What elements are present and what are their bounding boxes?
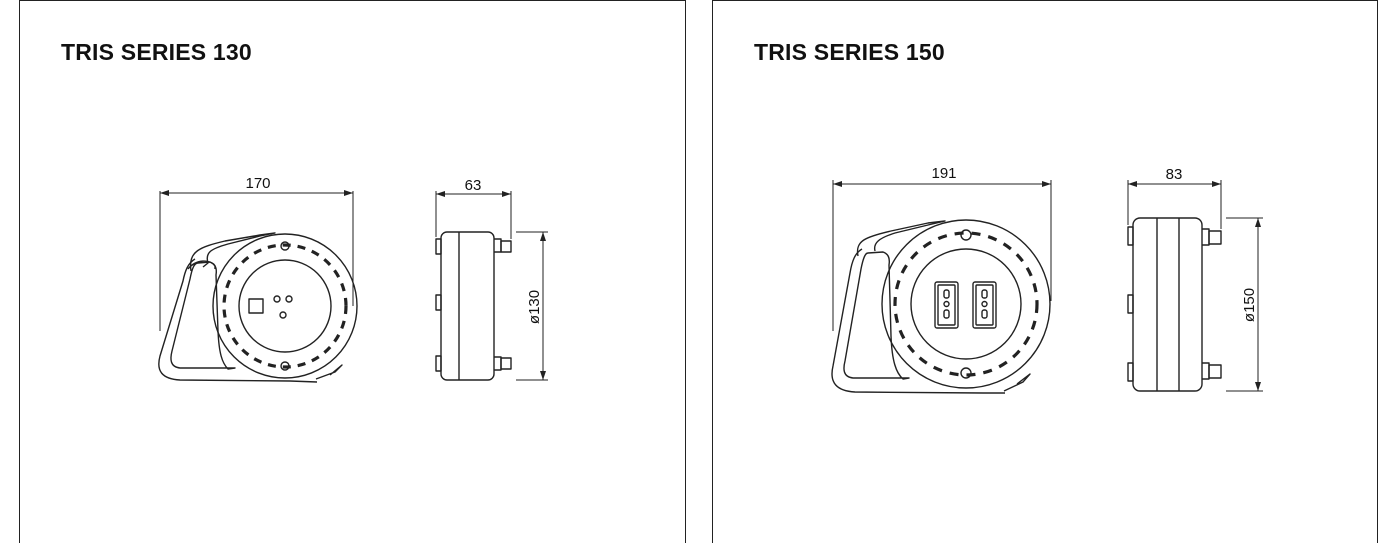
side-knob-bottom [500, 357, 512, 370]
dimension-label-diameter: ø130 [526, 290, 543, 324]
dimension-diameter-150 [1226, 217, 1263, 392]
reel-top-hole [280, 241, 290, 251]
reel-outer-ring [212, 233, 358, 379]
side-view-150 [1127, 217, 1222, 392]
reel-inner-hub [910, 248, 1022, 360]
dimension-diameter-130 [516, 231, 548, 381]
handle-outer-contour [158, 258, 318, 383]
technical-drawing-150: 191 83 ø150 [831, 165, 1263, 394]
dimension-label-width: 191 [931, 165, 956, 182]
side-body [1132, 217, 1203, 392]
handle-grip-opening [843, 251, 910, 380]
side-knob-top-inner [494, 238, 502, 253]
dimension-label-width: 170 [245, 175, 270, 192]
switch-square [248, 298, 264, 314]
panel-title: TRIS SERIES 150 [754, 39, 945, 65]
front-view-130 [158, 232, 358, 383]
handle-grip-opening [170, 261, 236, 370]
side-tab-top-left [435, 238, 442, 255]
side-knob-bottom [1208, 364, 1222, 379]
panel-title: TRIS SERIES 130 [61, 39, 252, 65]
dimension-depth-130 [435, 191, 512, 239]
base-foot [315, 364, 343, 380]
side-knob-top-inner [1202, 228, 1210, 246]
reel-outer-ring [881, 219, 1051, 389]
reel-top-hole [960, 229, 972, 241]
reel-dashed-track [222, 243, 348, 369]
socket-pin-2 [285, 295, 293, 303]
reel-bottom-hole [280, 361, 290, 371]
side-tab-top-left [1127, 226, 1134, 246]
dimension-label-depth: 83 [1166, 166, 1183, 183]
reel-inner-hub [238, 259, 332, 353]
panel-tris-series-130: TRIS SERIES 130 [19, 0, 686, 543]
socket-right [972, 281, 997, 329]
reel-dashed-track [893, 231, 1039, 377]
handle-outer-contour [831, 248, 1005, 394]
side-knob-top [500, 240, 512, 253]
socket-pin-3 [279, 311, 287, 319]
side-tab-mid-left [1127, 294, 1134, 314]
technical-drawing-130: 170 63 ø130 [158, 175, 548, 383]
dimension-width-150 [832, 180, 1052, 331]
side-knob-top [1208, 230, 1222, 245]
dimension-label-diameter: ø150 [1241, 288, 1258, 322]
socket-pin-1 [273, 295, 281, 303]
side-tab-bottom-left [1127, 362, 1134, 382]
socket-left [934, 281, 959, 329]
side-view-130 [435, 231, 512, 381]
dimension-width-130 [159, 190, 354, 331]
front-view-150 [831, 219, 1051, 394]
handle-top-contour [189, 232, 276, 272]
side-tab-bottom-left [435, 355, 442, 372]
reel-bottom-hole [960, 367, 972, 379]
handle-top-contour [856, 220, 946, 257]
side-tab-mid-left [435, 294, 442, 311]
side-knob-bottom-inner [494, 356, 502, 371]
panel-tris-series-150: TRIS SERIES 150 [712, 0, 1378, 543]
side-body [440, 231, 495, 381]
dimension-label-depth: 63 [465, 177, 482, 194]
side-knob-bottom-inner [1202, 362, 1210, 380]
base-foot [1003, 373, 1031, 392]
dimension-depth-150 [1127, 180, 1222, 229]
